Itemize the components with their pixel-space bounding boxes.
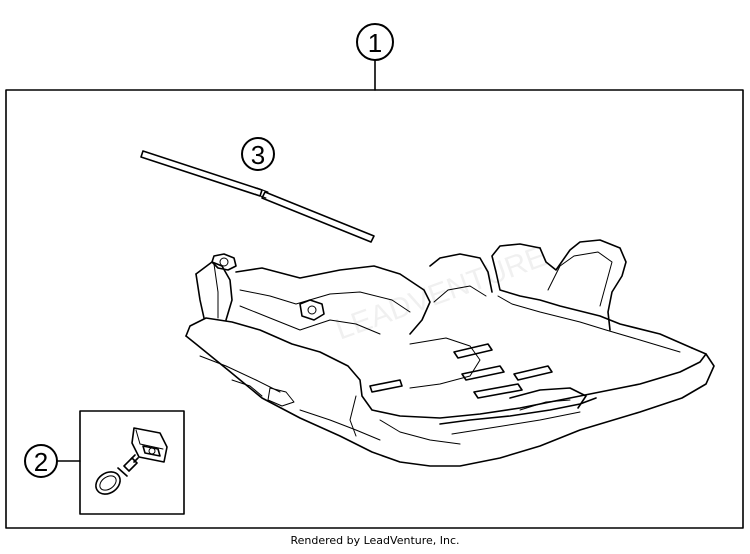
footer-credit: Rendered by LeadVenture, Inc. — [290, 534, 460, 547]
fastener-clip-part — [95, 427, 168, 495]
callout-3-label: 3 — [251, 140, 265, 170]
callout-1[interactable]: 1 — [356, 23, 394, 91]
rubber-strip-part — [140, 150, 375, 243]
callout-3[interactable]: 3 — [241, 137, 275, 171]
callout-3-circle — [241, 137, 275, 171]
fastener-kit-frame — [79, 410, 185, 515]
callout-2[interactable]: 2 — [24, 444, 81, 478]
callout-1-circle — [356, 23, 394, 61]
callout-1-label: 1 — [368, 28, 382, 58]
callout-2-label: 2 — [34, 447, 48, 477]
skid-plate-part — [185, 239, 715, 467]
